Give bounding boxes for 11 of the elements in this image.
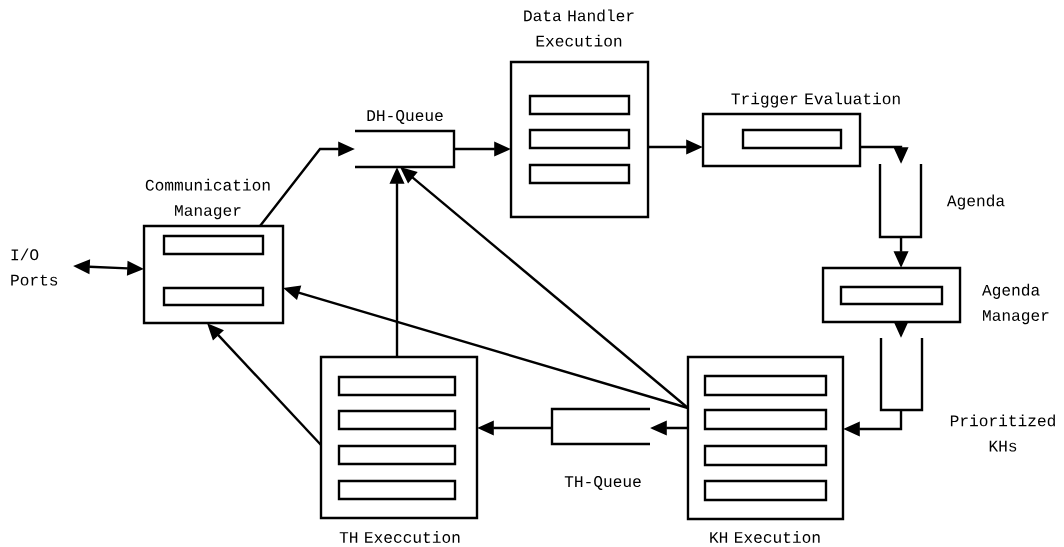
- box-label: TH-Queue: [564, 476, 641, 490]
- box-label: Data Handler Execution: [524, 9, 634, 47]
- box-label: Trigger Evaluation: [731, 92, 900, 108]
- port-label: I/O Ports: [11, 248, 58, 286]
- box-label: Agenda Manager: [982, 283, 1049, 325]
- box-label: KH Execution: [710, 531, 820, 543]
- box-label: Communication Manager: [145, 178, 270, 220]
- box-label: TH Execcution: [339, 531, 460, 543]
- box-label: Prioritized KHs: [950, 414, 1055, 452]
- box-label: DH-Queue: [367, 110, 443, 124]
- box-label: Agenda: [946, 194, 1005, 210]
